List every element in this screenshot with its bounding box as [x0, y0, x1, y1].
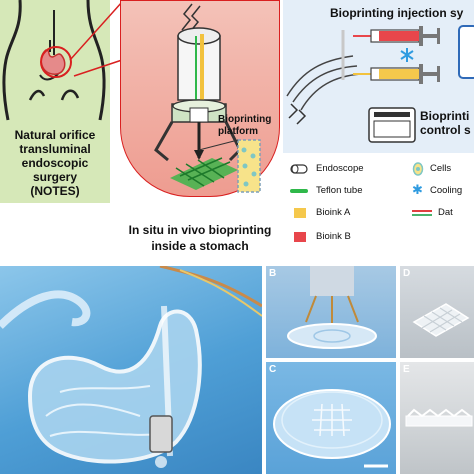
stomach-model-illustration: [0, 266, 262, 468]
torso-illustration: [2, 0, 106, 121]
bioprinter-illustration: [154, 3, 261, 193]
legend-label: Cells: [430, 163, 452, 174]
injection-system-title: Bioprinting injection sy: [330, 6, 464, 20]
panel-letter-e: E: [403, 364, 410, 375]
data-line-green: [412, 214, 432, 216]
legend-label: Bioink B: [316, 231, 351, 242]
photo-stomach-model: [0, 266, 262, 474]
legend-item-data: Dat: [412, 206, 474, 220]
zoom-connector: [69, 1, 123, 77]
data-line-red: [412, 210, 432, 212]
legend-item-bioink-b: Bioink B: [288, 230, 388, 244]
photo-panel-e: E: [400, 362, 474, 474]
legend-label: Teflon tube: [316, 185, 363, 196]
printed-scaffold-e: [405, 408, 473, 427]
snowflake-icon: ✱: [412, 182, 423, 197]
printer-head-illustration: [287, 266, 377, 349]
legend-label: Endoscope: [316, 163, 364, 174]
panel-letter-d: D: [403, 268, 411, 279]
printed-scaffold-d: [412, 303, 470, 337]
bioink-a-swatch: [294, 208, 306, 218]
printed-grid: [170, 157, 238, 190]
teflon-swatch: [290, 189, 308, 193]
legend: Endoscope Teflon tube Bioink A Bioink B …: [288, 160, 474, 252]
photo-panel-d: D: [400, 266, 474, 358]
legend-item-cells: Cells: [412, 162, 474, 176]
endoscope-icon: [290, 164, 308, 174]
bioink-b-swatch: [294, 232, 306, 242]
photo-panel-c: C: [266, 362, 396, 474]
legend-item-endoscope: Endoscope: [288, 162, 388, 176]
legend-item-cooling: ✱ Cooling: [412, 182, 474, 198]
control-system-label: Bioprinti control s: [420, 109, 471, 137]
photo-panel-b: B: [266, 266, 396, 358]
injection-illustration: [286, 25, 474, 143]
legend-label: Bioink A: [316, 207, 351, 218]
panel-letter-c: C: [269, 364, 277, 375]
petri-dish-illustration: [273, 389, 391, 468]
legend-label: Cooling: [430, 185, 463, 196]
snowflake-icon: [400, 48, 414, 62]
legend-item-teflon: Teflon tube: [288, 184, 388, 198]
cell-icon: [412, 162, 424, 176]
legend-item-bioink-a: Bioink A: [288, 206, 388, 220]
legend-label: Dat: [438, 207, 453, 218]
bioprinting-platform-label: Bioprinting platform: [218, 114, 272, 137]
notes-label: Natural orifice transluminal endoscopic …: [14, 128, 96, 198]
stomach-icon: [40, 40, 66, 75]
zoom-circle: [40, 46, 72, 78]
panel-letter-b: B: [269, 268, 277, 279]
in-situ-caption: In situ in vivo bioprinting inside a sto…: [128, 223, 272, 253]
